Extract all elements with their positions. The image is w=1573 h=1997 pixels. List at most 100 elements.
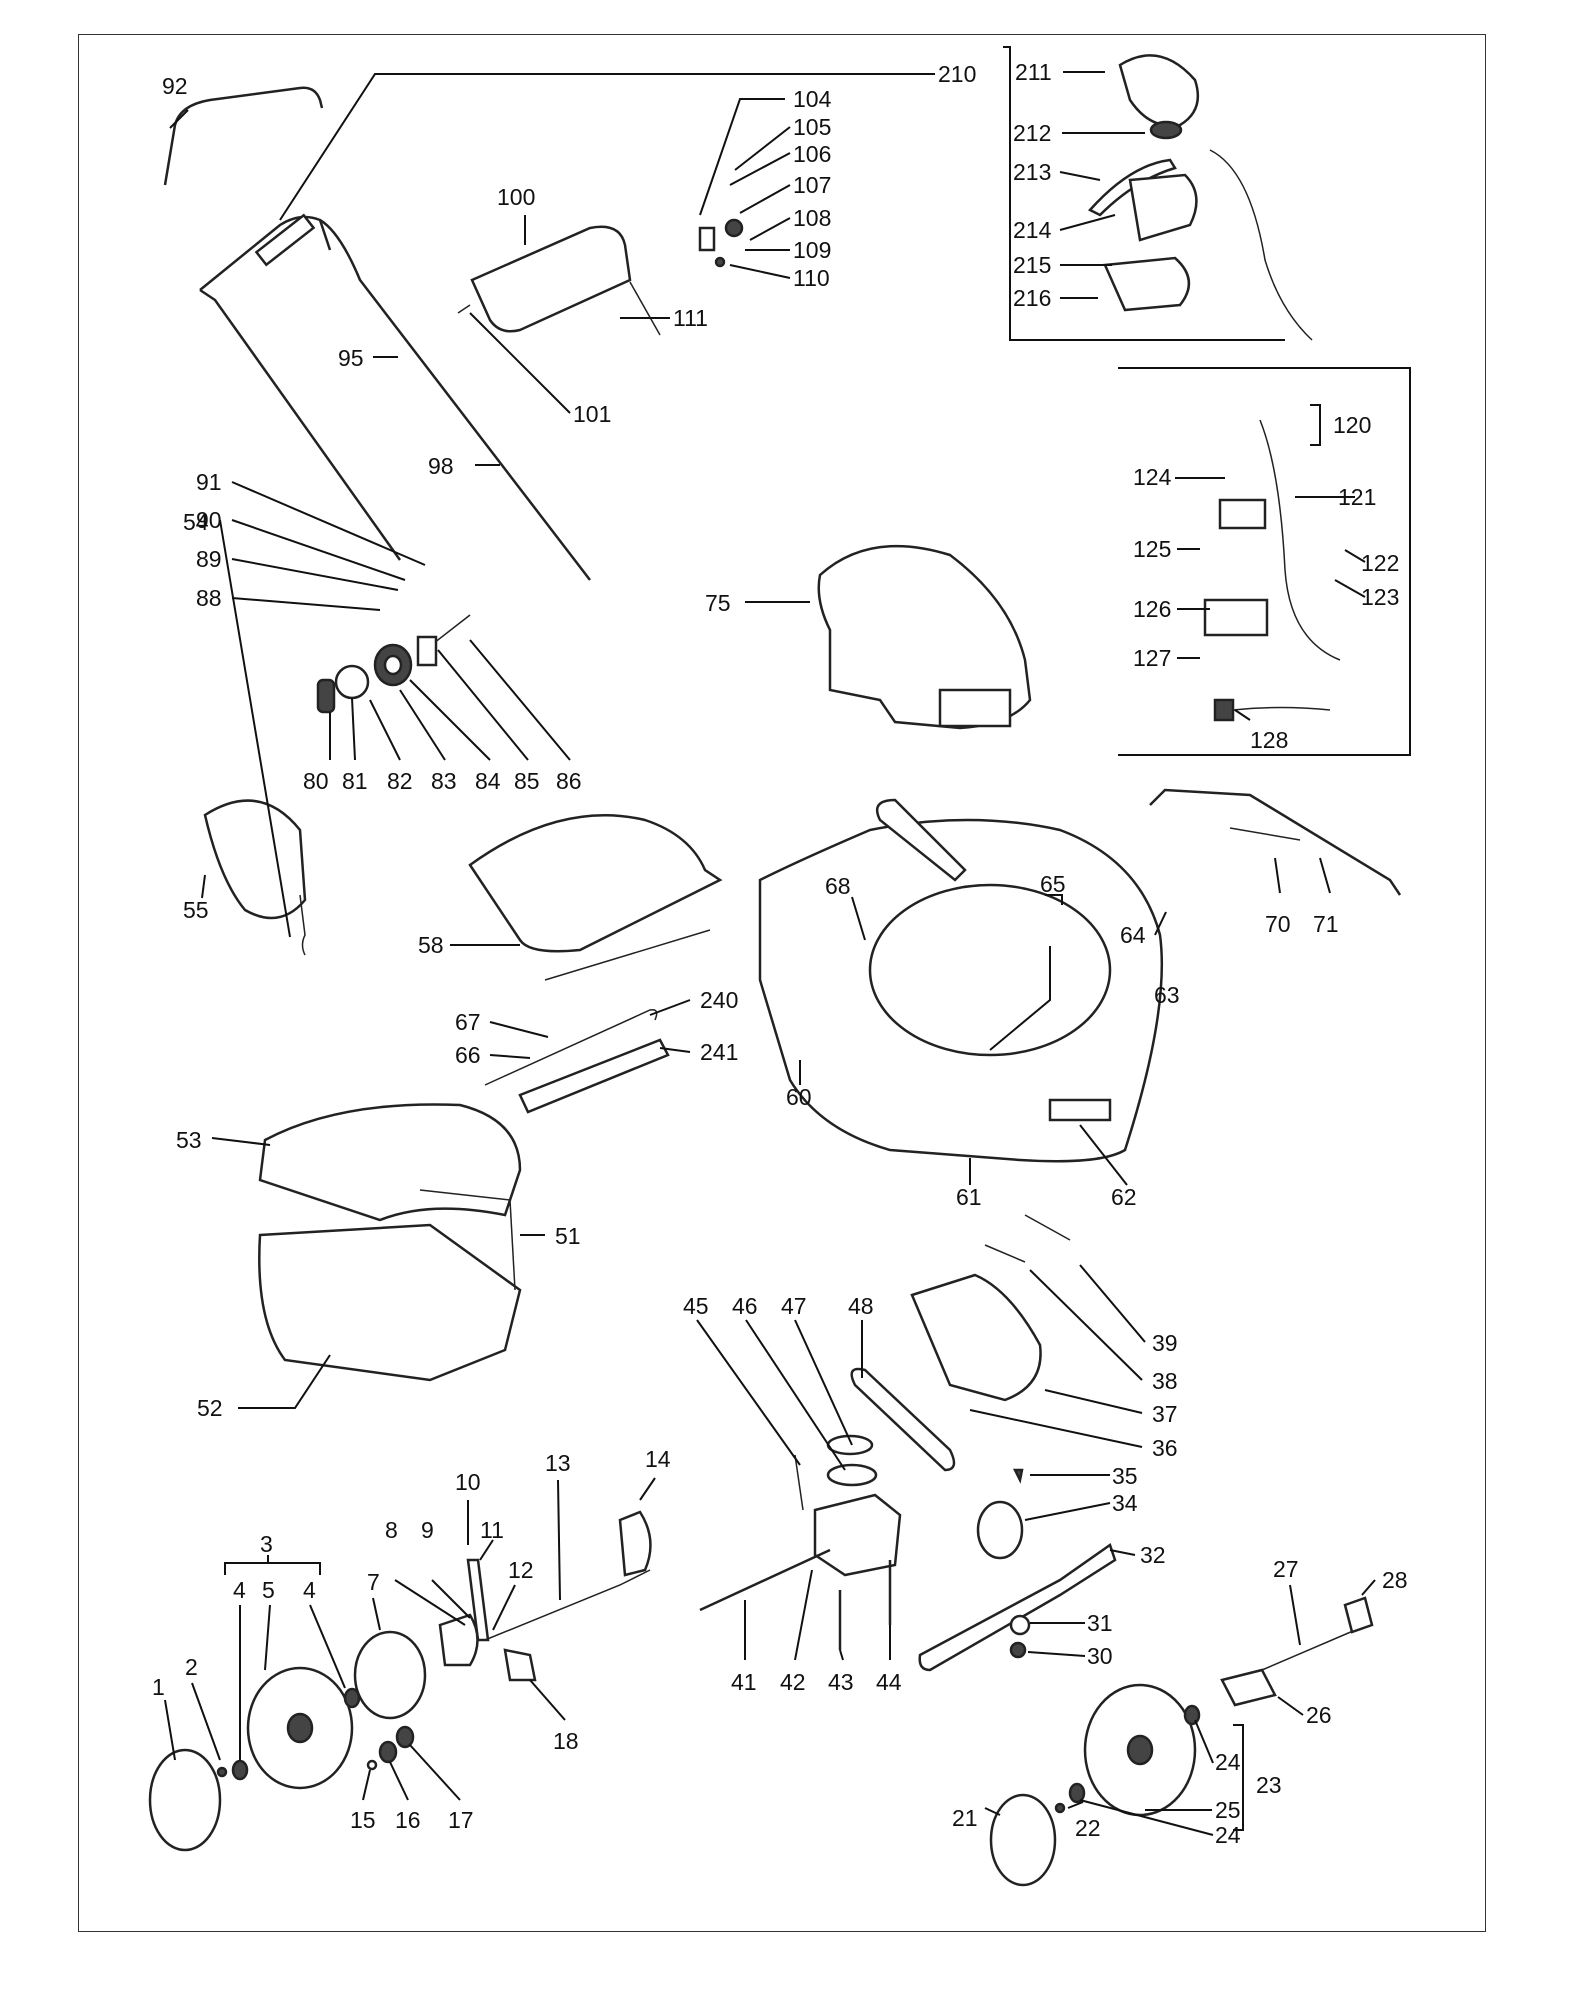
part-104-lever <box>698 226 716 252</box>
part-8-bracket <box>438 1613 479 1667</box>
label-4-right: 4 <box>303 1577 316 1603</box>
label-52: 52 <box>197 1395 223 1421</box>
part-31-washer <box>1009 1614 1031 1636</box>
label-3: 3 <box>260 1531 273 1557</box>
part-18-clip <box>503 1648 537 1682</box>
label-53: 53 <box>176 1127 202 1153</box>
label-120: 120 <box>1333 412 1371 438</box>
label-13: 13 <box>545 1450 571 1476</box>
part-39-strip <box>1024 1214 1071 1241</box>
label-214: 214 <box>1013 217 1052 243</box>
part-111-rod <box>629 281 661 336</box>
label-241: 241 <box>700 1039 738 1065</box>
label-88: 88 <box>196 585 222 611</box>
diagram-frame <box>78 34 1486 1932</box>
part-16-pinion <box>378 1740 398 1764</box>
part-13-axle <box>484 1569 651 1641</box>
label-66: 66 <box>455 1042 481 1068</box>
part-22-nut <box>1054 1802 1066 1814</box>
part-26-bracket <box>1220 1668 1277 1707</box>
part-35-key <box>1012 1468 1024 1484</box>
part-128-wire <box>1232 706 1331 711</box>
leader-lines <box>164 46 1411 1836</box>
label-95: 95 <box>338 345 364 371</box>
part-4-bearing <box>231 1759 249 1781</box>
label-212: 212 <box>1013 120 1051 146</box>
label-1: 1 <box>152 1674 165 1700</box>
label-89: 89 <box>196 546 222 572</box>
label-213: 213 <box>1013 159 1051 185</box>
part-70-spring <box>1229 827 1301 841</box>
label-64: 64 <box>1120 922 1146 948</box>
part-1-hubcap <box>148 1748 222 1852</box>
label-75: 75 <box>705 590 731 616</box>
label-124: 124 <box>1133 464 1172 490</box>
label-8: 8 <box>385 1517 398 1543</box>
part-53-bag-top <box>258 1103 522 1222</box>
part-95-handle <box>199 215 591 581</box>
label-42: 42 <box>780 1669 806 1695</box>
label-80: 80 <box>303 768 329 794</box>
part-11-bracket <box>466 1558 490 1642</box>
label-62: 62 <box>1111 1184 1137 1210</box>
part-37-guard <box>910 1273 1042 1402</box>
part-85-block <box>416 635 438 667</box>
label-127: 127 <box>1133 645 1171 671</box>
label-65: 65 <box>1040 871 1066 897</box>
label-101: 101 <box>573 401 611 427</box>
part-32-blade <box>918 1543 1117 1672</box>
label-47: 47 <box>781 1293 807 1319</box>
label-15: 15 <box>350 1807 376 1833</box>
part-124-block <box>1218 498 1267 530</box>
part-126-tray <box>1203 598 1269 637</box>
label-91: 91 <box>196 469 222 495</box>
part-75-engine <box>817 544 1032 730</box>
label-70: 70 <box>1265 911 1291 937</box>
part-75-fins <box>938 688 1012 728</box>
part-41-axle <box>699 1548 831 1612</box>
label-21: 21 <box>952 1805 978 1831</box>
part-95-grip <box>254 213 316 267</box>
part-21-hubcap <box>989 1793 1057 1887</box>
label-18: 18 <box>553 1728 579 1754</box>
label-14: 14 <box>645 1446 671 1472</box>
part-34-adapter <box>976 1500 1024 1560</box>
label-25: 25 <box>1215 1797 1241 1823</box>
part-25-wheel-hub <box>1126 1734 1154 1766</box>
label-28: 28 <box>1382 1567 1408 1593</box>
label-82: 82 <box>387 768 413 794</box>
label-24-top: 24 <box>1215 1749 1241 1775</box>
label-210: 210 <box>938 61 976 87</box>
part-14-bracket <box>618 1510 652 1577</box>
part-labels: 92 210 211 212 213 214 215 216 100 104 1… <box>152 59 1408 1848</box>
part-24b-bearing <box>1183 1704 1201 1726</box>
label-46: 46 <box>732 1293 758 1319</box>
label-34: 34 <box>1112 1490 1138 1516</box>
part-63-bracket <box>875 798 967 882</box>
part-128-coil <box>1213 698 1235 722</box>
part-28-bracket <box>1343 1596 1374 1634</box>
label-90: 90 <box>196 507 222 533</box>
label-105: 105 <box>793 114 831 140</box>
part-45-spring <box>794 1454 804 1511</box>
part-27-axle <box>1261 1627 1361 1671</box>
part-gearbox <box>813 1493 902 1577</box>
label-4-left: 4 <box>233 1577 246 1603</box>
label-125: 125 <box>1133 536 1171 562</box>
label-121: 121 <box>1338 484 1376 510</box>
label-240: 240 <box>700 987 738 1013</box>
label-83: 83 <box>431 768 457 794</box>
label-5: 5 <box>262 1577 275 1603</box>
label-98: 98 <box>428 453 454 479</box>
label-58: 58 <box>418 932 444 958</box>
part-210-cable <box>1209 149 1313 341</box>
part-101-pin <box>457 304 471 314</box>
part-7-disc <box>353 1630 427 1720</box>
label-27: 27 <box>1273 1556 1299 1582</box>
label-17: 17 <box>448 1807 474 1833</box>
part-92-bar <box>163 86 324 186</box>
part-121-cable <box>1259 419 1341 661</box>
part-17-pinion <box>395 1725 415 1749</box>
label-31: 31 <box>1087 1610 1113 1636</box>
label-84: 84 <box>475 768 501 794</box>
